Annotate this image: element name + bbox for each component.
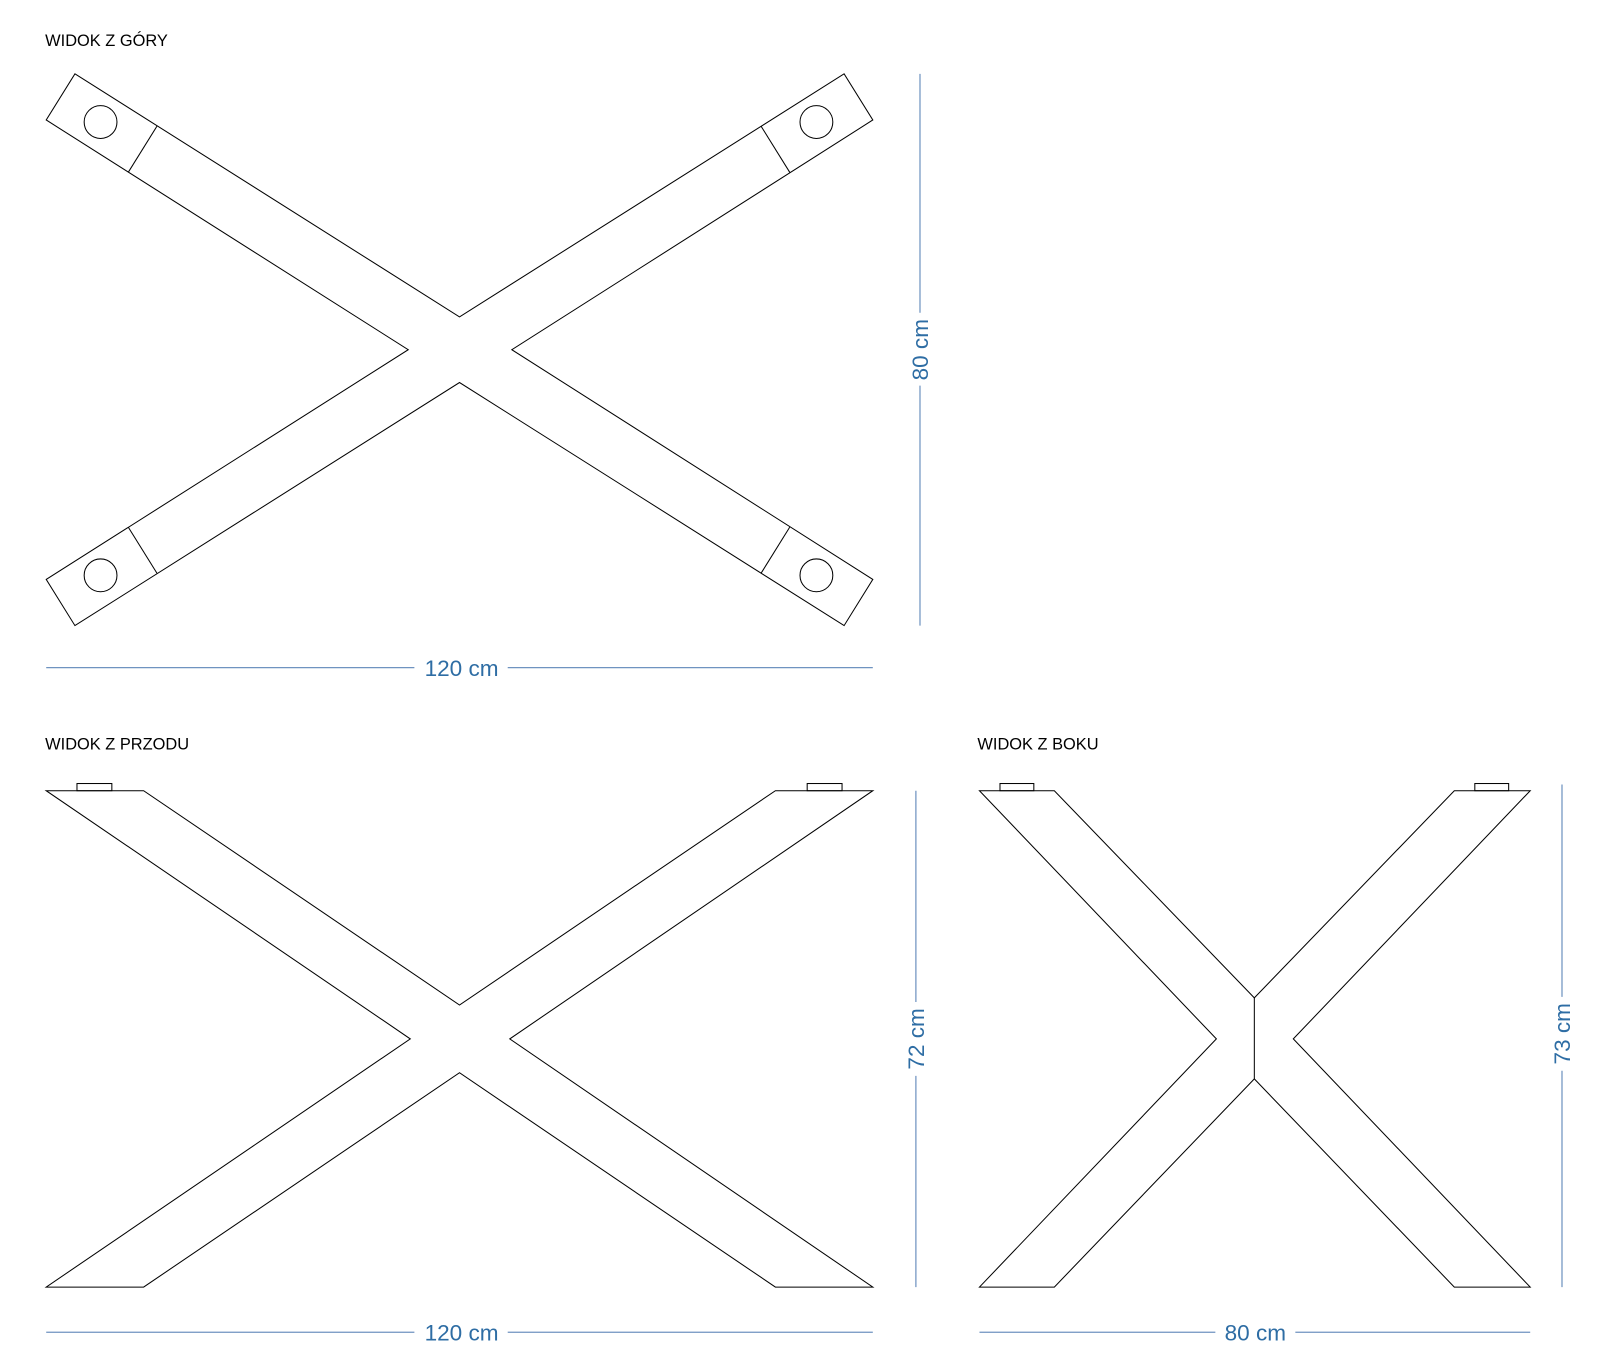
top-depth-dimension: 80 cm [908, 73, 933, 626]
front-view: WIDOK Z PRZODU 72 cm 120 cm [44, 736, 929, 1345]
top-depth-label: 80 cm [908, 319, 933, 380]
mounting-hole [83, 105, 118, 139]
foot-plate-divider [127, 526, 158, 574]
side-view-title: WIDOK Z BOKU [977, 736, 1098, 754]
top-width-dimension: 120 cm [46, 656, 873, 681]
front-view-x-frame [44, 790, 875, 1288]
front-height-label: 72 cm [904, 1008, 929, 1069]
mounting-plate [76, 783, 113, 792]
foot-plate-divider [127, 125, 158, 173]
front-width-dimension: 120 cm [46, 1320, 873, 1345]
mounting-plate [1474, 783, 1510, 792]
side-height-dimension: 73 cm [1550, 784, 1575, 1288]
top-view: WIDOK Z GÓRY 80 cm 120 cm [45, 31, 933, 681]
mounting-hole [799, 558, 834, 593]
front-width-label: 120 cm [425, 1320, 499, 1345]
front-height-dimension: 72 cm [904, 790, 929, 1288]
side-view: WIDOK Z BOKU 73 cm 80 cm [977, 736, 1575, 1346]
mounting-plate [806, 783, 843, 792]
top-width-label: 120 cm [425, 656, 499, 681]
top-view-title: WIDOK Z GÓRY [45, 31, 168, 50]
front-view-title: WIDOK Z PRZODU [45, 736, 189, 754]
side-width-dimension: 80 cm [979, 1320, 1531, 1345]
side-width-label: 80 cm [1225, 1320, 1286, 1345]
mounting-plate [999, 783, 1035, 792]
top-view-x-frame [45, 73, 874, 627]
foot-plate-divider [760, 125, 791, 173]
mounting-hole [83, 558, 118, 593]
foot-plate-divider [760, 526, 791, 574]
side-height-label: 73 cm [1550, 1003, 1575, 1064]
mounting-hole [799, 105, 834, 139]
